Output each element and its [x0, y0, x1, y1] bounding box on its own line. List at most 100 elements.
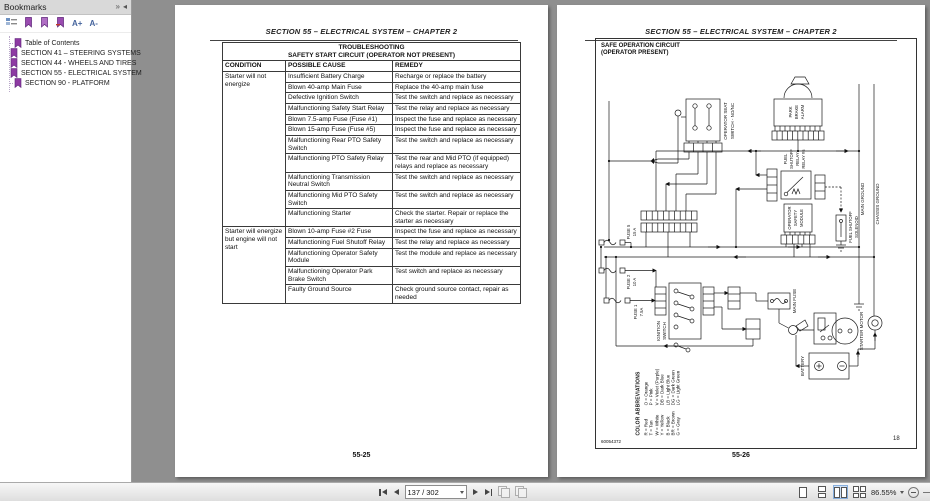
header-rule [210, 40, 518, 41]
table-row: Malfunctioning Operator Park Brake Switc… [223, 266, 522, 286]
bookmark-item[interactable]: SECTION 44 - WHEELS AND TIRES [0, 58, 136, 68]
color-abbr-entry: G = Gray [675, 417, 681, 436]
main-fuse-label: MAIN FUSE [792, 289, 797, 314]
cause-cell: Malfunctioning Operator Park Brake Switc… [285, 266, 393, 286]
increase-text-size-icon[interactable]: A+ [72, 19, 83, 28]
battery [808, 352, 850, 380]
next-view-button[interactable] [515, 486, 527, 498]
ignition-switch [654, 282, 715, 353]
table-header-row: CONDITION POSSIBLE CAUSE REMEDY [222, 60, 522, 72]
troubleshooting-table: TROUBLESHOOTING SAFETY START CIRCUIT (OP… [221, 41, 522, 304]
color-abbr-entry: Y = Yellow [659, 414, 665, 436]
solenoid-label: FUEL SHUTOFF [848, 211, 853, 243]
fuse5-label: FUSE 5 [626, 224, 631, 239]
safety-module-label: OPERATOR [787, 206, 792, 229]
cause-cell: Malfunctioning Operator Safety Module [285, 247, 393, 268]
bookmark-item[interactable]: SECTION 41 – STEERING SYSTEMS [0, 48, 141, 58]
cause-cell: Malfunctioning Starter [285, 208, 393, 228]
page-navigation: 137 / 302 [378, 485, 527, 499]
next-page-button[interactable] [472, 488, 479, 496]
zoom-level: 86.55% [871, 487, 897, 497]
color-abbr-entry: DB = Dark Blue [659, 374, 665, 406]
svg-text:15 A: 15 A [632, 228, 637, 237]
page-number-value: 137 / 302 [407, 487, 439, 497]
bookmarks-panel-title: Bookmarks [4, 2, 47, 12]
bookmark-item[interactable]: SECTION 90 - PLATFORM [0, 78, 131, 88]
figure-page-index: 18 [893, 436, 900, 442]
fuse2-label: FUSE 2 [626, 274, 631, 289]
facing-view-button[interactable] [833, 485, 848, 499]
battery-label: BATTERY [800, 356, 805, 376]
page-number-field[interactable]: 137 / 302 [404, 485, 467, 499]
bookmark-expand-icon[interactable] [24, 15, 33, 33]
remedy-cell: Test the switch and replace as necessary [391, 189, 522, 210]
remedy-cell: Inspect the fuse and replace as necessar… [391, 226, 522, 239]
remedy-cell: Inspect the fuse and replace as necessar… [391, 124, 522, 136]
svg-text:RELAY #6: RELAY #6 [801, 149, 806, 169]
condition-cell: Starter will not energize [222, 70, 286, 228]
facing-continuous-view-button[interactable] [852, 485, 867, 499]
continuous-view-button[interactable] [814, 485, 829, 499]
condition-cell: Starter will energize but engine will no… [222, 226, 286, 304]
diagram-title: SAFE OPERATION CIRCUIT (OPERATOR PRESENT… [601, 43, 680, 57]
table-title-line1: TROUBLESHOOTING [338, 44, 405, 51]
remedy-cell: Test the relay and replace as necessary [391, 237, 522, 249]
bookmark-item-label: SECTION 44 - WHEELS AND TIRES [21, 59, 137, 67]
bookmark-delete-icon[interactable] [56, 15, 65, 33]
seat-switch-label: OPERATOR SEAT [723, 102, 728, 140]
view-controls: 86.55% [795, 485, 930, 499]
cause-cell: Malfunctioning Fuel Shutoff Relay [285, 237, 393, 249]
diagram-title-line1: SAFE OPERATION CIRCUIT [601, 43, 680, 49]
expand-bookmarks-icon[interactable] [6, 15, 17, 33]
single-page-view-button[interactable] [795, 485, 810, 499]
main-fuse [767, 292, 791, 310]
bookmark-new-icon[interactable] [40, 15, 49, 33]
cause-cell: Blown 40-amp Main Fuse [285, 81, 393, 94]
table-row: Malfunctioning Transmission Neutral Swit… [223, 171, 522, 191]
bookmark-icon [10, 48, 18, 58]
document-page-right: SECTION 55 – ELECTRICAL SYSTEM – CHAPTER… [557, 5, 925, 477]
panel-pin-icon[interactable]: » [115, 2, 120, 11]
first-page-button[interactable] [378, 488, 388, 497]
bookmark-icon [14, 38, 22, 48]
starter-solenoid [797, 312, 837, 345]
page-number-footer: 55-25 [352, 452, 371, 459]
remedy-cell: Test the switch and replace as necessary [391, 171, 522, 191]
header-rule [585, 40, 897, 41]
main-ground-label: MAIN GROUND [860, 182, 865, 215]
ignition-label: IGNITION [656, 321, 661, 341]
fuse-5 [598, 239, 632, 247]
last-page-button[interactable] [484, 488, 494, 497]
panel-collapse-icon[interactable]: ◂ [122, 2, 127, 11]
ground-lines [854, 84, 875, 316]
remedy-cell: Check ground source contact, repair as n… [391, 284, 522, 304]
cause-cell: Faulty Ground Source [285, 284, 393, 304]
svg-text:10 A: 10 A [632, 278, 637, 287]
color-abbr-entry: LG = Light Green [675, 370, 681, 406]
table-title-line2: SAFETY START CIRCUIT (OPERATOR NOT PRESE… [287, 51, 456, 59]
remedy-cell: Replace the 40-amp main fuse [391, 81, 522, 94]
diagram-ref-number: 60054372 [601, 439, 622, 444]
prev-page-button[interactable] [393, 488, 400, 496]
bookmarks-toolbar: A+ A- [0, 15, 131, 33]
page-dropdown-caret[interactable] [459, 490, 464, 494]
bookmark-item-label: SECTION 90 - PLATFORM [25, 79, 110, 87]
prev-view-button[interactable] [498, 486, 510, 498]
zoom-dropdown-caret[interactable] [900, 490, 905, 494]
page-header: SECTION 55 – ELECTRICAL SYSTEM – CHAPTER… [645, 27, 837, 36]
wiring-diagram: SAFE OPERATION CIRCUIT (OPERATOR PRESENT… [595, 38, 917, 449]
cause-cell: Malfunctioning Mid PTO Safety Switch [285, 189, 393, 210]
zoom-out-button[interactable] [908, 486, 920, 498]
remedy-cell: Check the starter. Repair or replace the… [391, 208, 522, 228]
fuel-shutoff-solenoid [835, 214, 847, 252]
bookmark-item[interactable]: SECTION 55 - ELECTRICAL SYSTEM [0, 68, 142, 78]
bookmark-item[interactable]: Table of Contents [0, 38, 131, 48]
zoom-slider[interactable] [923, 487, 930, 498]
decrease-text-size-icon[interactable]: A- [89, 19, 98, 28]
